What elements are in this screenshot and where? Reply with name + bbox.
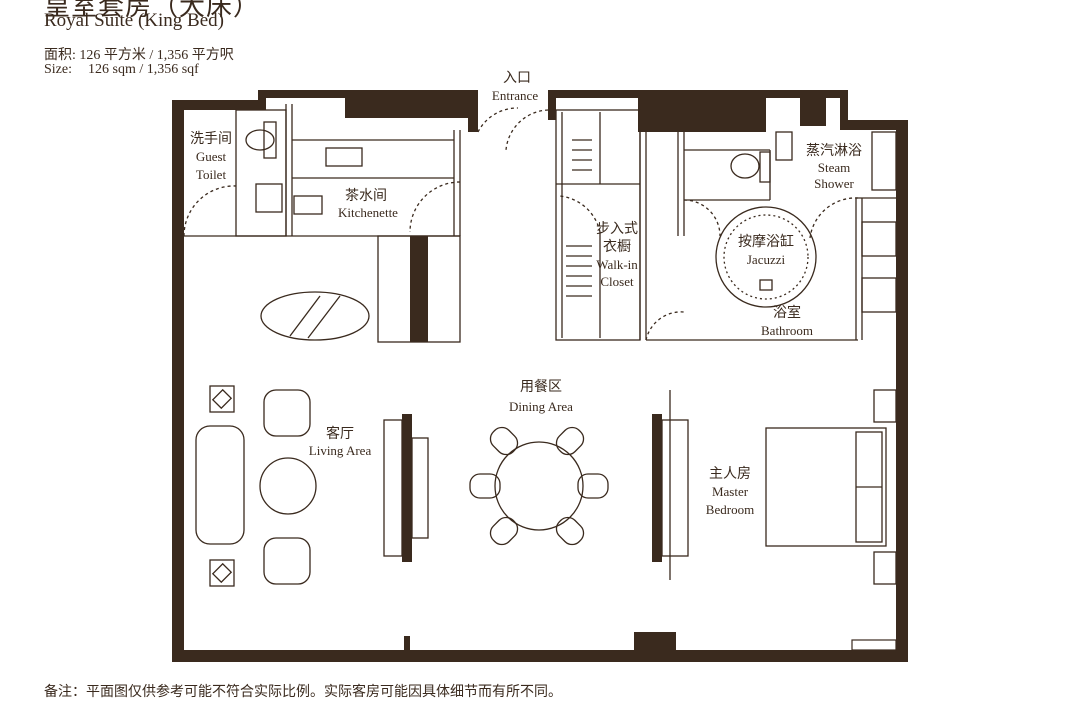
kitchenette-label-cn: 茶水间 (345, 188, 387, 204)
outer-walls (172, 90, 908, 662)
closet-label-en1: Walk-in (596, 257, 638, 272)
room-labels: 入口 Entrance 洗手间 Guest Toilet 茶水间 Kitchen… (190, 71, 862, 517)
fixtures (245, 121, 817, 341)
living-label-cn: 客厅 (326, 425, 354, 442)
steam-label-cn: 蒸汽淋浴 (806, 143, 862, 159)
entrance-label-en: Entrance (492, 88, 538, 103)
jacuzzi-label-en: Jacuzzi (747, 252, 786, 267)
master-label-en1: Master (712, 484, 749, 499)
bathroom-label-en: Bathroom (761, 323, 813, 338)
steam-label-en1: Steam (818, 160, 851, 175)
master-label-cn: 主人房 (709, 466, 751, 482)
plan-title-cn: 皇室套房（大床） (44, 0, 261, 21)
area-en: Size: 126 sqm / 1,356 sqf (44, 62, 199, 78)
bathroom-label-cn: 浴室 (773, 304, 801, 321)
living-furniture (195, 385, 429, 587)
plan-title-en: Royal Suite (King Bed) (44, 10, 224, 31)
steam-label-en2: Shower (814, 176, 854, 191)
area-cn: 面积: 126 平方米 / 1,356 平方呎 (44, 48, 234, 63)
kitchenette-label-en: Kitchenette (338, 205, 398, 220)
guest-toilet-label-en2: Toilet (196, 167, 227, 182)
closet-label-en2: Closet (600, 274, 634, 289)
dining-label-cn: 用餐区 (520, 379, 562, 395)
door-swings (183, 107, 859, 341)
area-en-value: 126 sqm / 1,356 sqf (88, 62, 199, 77)
living-label-en: Living Area (309, 443, 372, 458)
dining-label-en: Dining Area (509, 399, 573, 414)
entrance-label-cn: 入口 (503, 71, 531, 86)
interior-walls (184, 104, 897, 343)
footer-note: 备注：平面图仅供参考可能不符合实际比例。实际客房可能因具体细节而有所不同。 (44, 685, 562, 700)
guest-toilet-label-en1: Guest (196, 149, 227, 164)
dining-furniture (469, 390, 689, 580)
bed-furniture (765, 389, 897, 585)
master-label-en2: Bedroom (706, 502, 754, 517)
closet-label-cn1: 步入式 (596, 221, 638, 237)
guest-toilet-label-cn: 洗手间 (190, 131, 232, 147)
jacuzzi-label-cn: 按摩浴缸 (738, 233, 794, 250)
closet-label-cn2: 衣橱 (603, 239, 631, 255)
area-en-label: Size: (44, 62, 72, 77)
